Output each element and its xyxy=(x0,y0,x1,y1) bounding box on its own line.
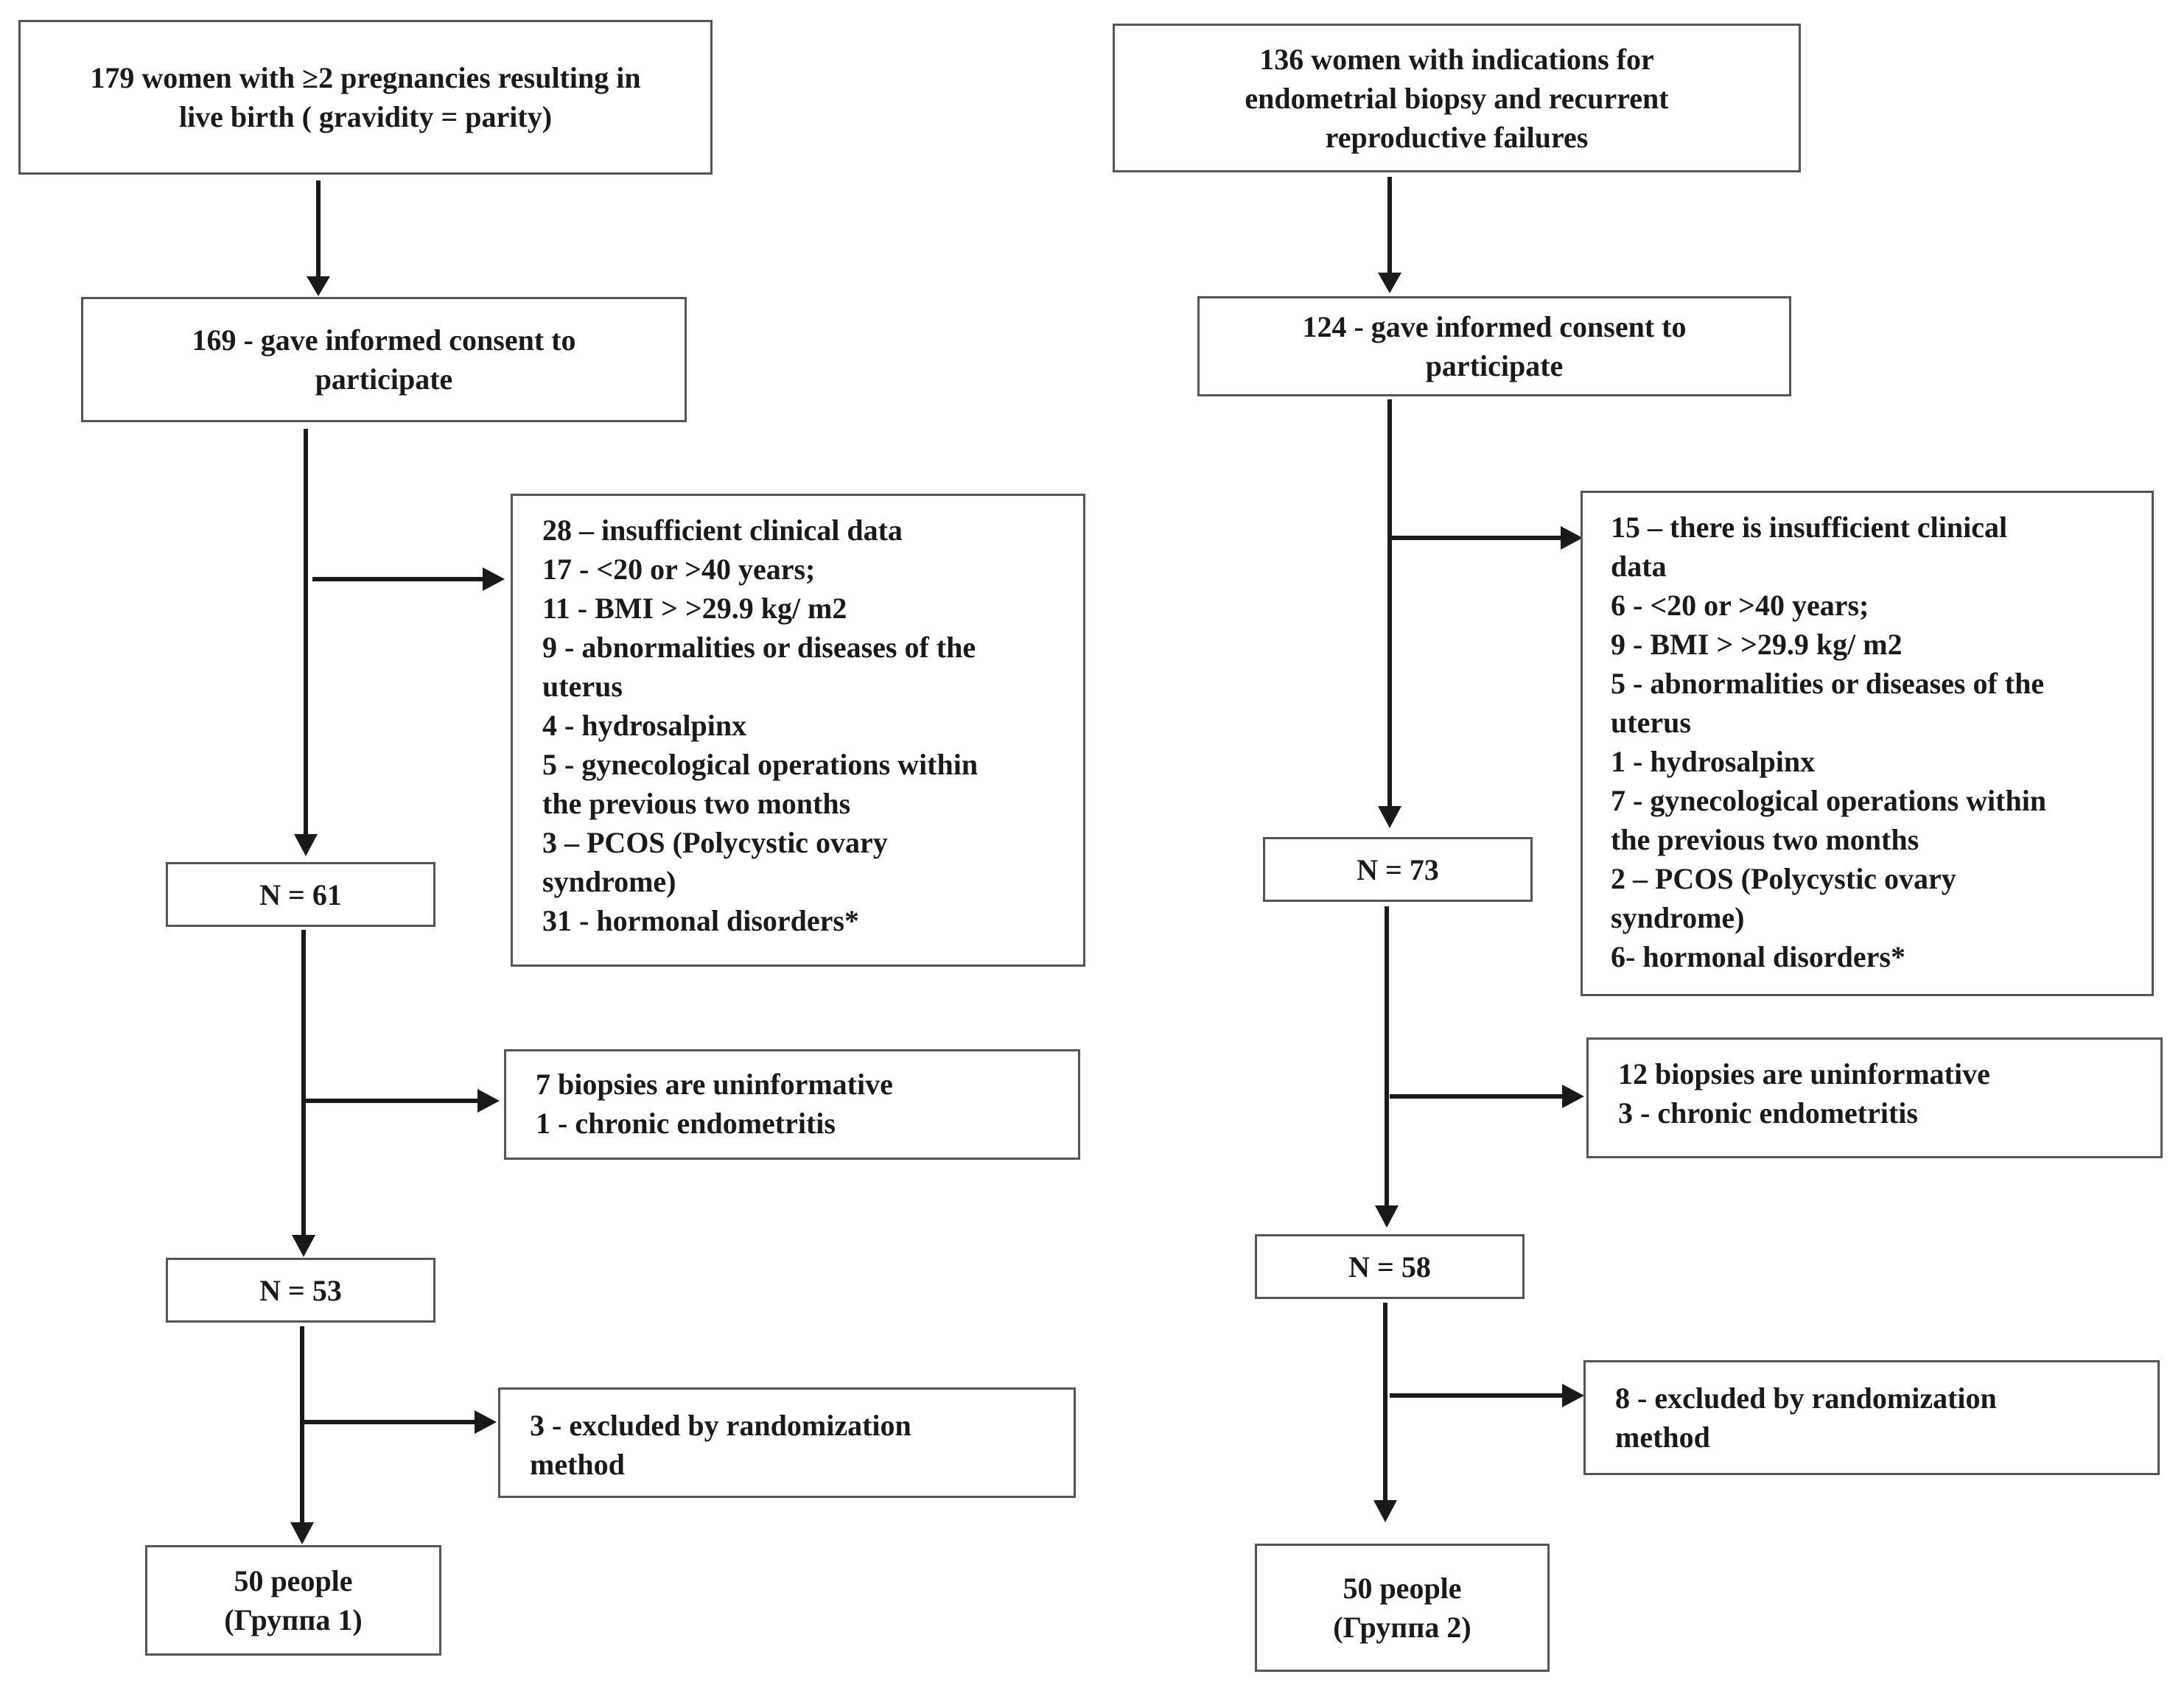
right-exclusion-1-item: 2 – PCOS (Polycystic ovary xyxy=(1611,862,1956,895)
right-final-line-1: 50 people xyxy=(1343,1572,1462,1605)
right-exclusion-1-item: syndrome) xyxy=(1611,901,1745,934)
arrowhead-left-exclusion-1 xyxy=(483,567,505,591)
arrowhead-left-exclusion-3 xyxy=(475,1410,497,1434)
left-exclusion-3-item: 3 - excluded by randomization xyxy=(530,1409,911,1442)
right-start-line-3: reproductive failures xyxy=(1325,120,1589,154)
right-n1-label: N = 73 xyxy=(1357,852,1439,886)
arrowhead-right-consent xyxy=(1378,273,1401,293)
right-exclusion-3-item: method xyxy=(1615,1421,1710,1454)
right-final-box: 50 people (Группа 2) xyxy=(1255,1544,1550,1672)
right-exclusion-1-item: the previous two months xyxy=(1611,823,1919,856)
right-exclusion-1-item: 6 - <20 or >40 years; xyxy=(1611,589,1869,622)
left-start-line-1: 179 women with ≥2 pregnancies resulting … xyxy=(90,61,641,94)
right-consent-box: 124 - gave informed consent to participa… xyxy=(1197,296,1791,396)
arrowhead-right-exclusion-3 xyxy=(1562,1384,1584,1407)
right-n1-box: N = 73 xyxy=(1263,837,1533,902)
left-n2-box: N = 53 xyxy=(166,1258,435,1323)
left-n2-label: N = 53 xyxy=(259,1273,342,1307)
left-exclusion-1-item: 28 – insufficient clinical data xyxy=(542,514,903,547)
left-exclusion-1-item: uterus xyxy=(542,670,623,703)
right-exclusion-3-item: 8 - excluded by randomization xyxy=(1615,1382,1997,1415)
left-final-line-1: 50 people xyxy=(234,1564,353,1597)
right-exclusions-box-3: 8 - excluded by randomization method xyxy=(1583,1360,2160,1475)
arrowhead-left-n1 xyxy=(294,834,318,856)
left-exclusion-2-item: 7 biopsies are uninformative xyxy=(536,1068,893,1101)
right-n2-label: N = 58 xyxy=(1348,1250,1431,1284)
right-start-line-2: endometrial biopsy and recurrent xyxy=(1245,81,1669,115)
left-consent-box: 169 - gave informed consent to participa… xyxy=(81,297,687,422)
arrowhead-left-consent xyxy=(307,276,330,296)
left-exclusion-1-item: 4 - hydrosalpinx xyxy=(542,709,747,742)
left-final-line-2: (Группа 1) xyxy=(224,1603,363,1636)
left-consent-line-2: participate xyxy=(315,363,453,396)
right-exclusion-2-item: 3 - chronic endometritis xyxy=(1618,1096,1918,1130)
right-exclusion-1-item: 9 - BMI > >29.9 kg/ m2 xyxy=(1611,628,1903,661)
left-n1-box: N = 61 xyxy=(166,862,435,927)
right-exclusions-box-2: 12 biopsies are uninformative 3 - chroni… xyxy=(1586,1037,2163,1158)
left-exclusion-1-item: 17 - <20 or >40 years; xyxy=(542,553,816,586)
right-final-line-2: (Группа 2) xyxy=(1333,1611,1471,1644)
right-exclusion-1-item: data xyxy=(1611,550,1667,583)
left-consent-line-1: 169 - gave informed consent to xyxy=(192,323,576,357)
left-exclusion-1-item: 11 - BMI > >29.9 kg/ m2 xyxy=(542,592,847,625)
left-exclusions-box-2: 7 biopsies are uninformative 1 - chronic… xyxy=(504,1049,1080,1160)
right-exclusion-1-item: 1 - hydrosalpinx xyxy=(1611,745,1816,778)
right-consent-line-2: participate xyxy=(1425,349,1564,382)
right-exclusions-box-1: 15 – there is insufficient clinical data… xyxy=(1581,491,2154,996)
right-n2-box: N = 58 xyxy=(1255,1234,1525,1299)
arrowhead-right-exclusion-2 xyxy=(1562,1085,1584,1108)
right-exclusion-1-item: 6- hormonal disorders* xyxy=(1611,940,1905,973)
arrowhead-left-n2 xyxy=(292,1235,315,1257)
right-exclusion-1-item: 5 - abnormalities or diseases of the xyxy=(1611,667,2045,700)
right-start-box: 136 women with indications for endometri… xyxy=(1113,24,1801,172)
arrowhead-left-exclusion-2 xyxy=(477,1089,500,1113)
right-exclusion-2-item: 12 biopsies are uninformative xyxy=(1618,1057,1990,1090)
left-exclusions-box-3: 3 - excluded by randomization method xyxy=(498,1387,1076,1498)
left-exclusions-box-1: 28 – insufficient clinical data 17 - <20… xyxy=(511,494,1085,967)
left-start-line-2: live birth ( gravidity = parity) xyxy=(178,100,553,133)
arrowhead-left-final xyxy=(290,1522,314,1544)
arrowhead-right-n2 xyxy=(1375,1205,1399,1228)
arrowhead-right-final xyxy=(1373,1500,1397,1522)
left-n1-label: N = 61 xyxy=(259,878,342,911)
left-exclusion-2-item: 1 - chronic endometritis xyxy=(536,1107,836,1140)
left-exclusion-1-item: the previous two months xyxy=(542,787,851,820)
right-exclusion-1-item: uterus xyxy=(1611,706,1691,739)
right-consent-line-1: 124 - gave informed consent to xyxy=(1302,310,1687,343)
left-exclusion-1-item: syndrome) xyxy=(542,865,676,898)
arrowhead-right-n1 xyxy=(1378,806,1401,828)
left-exclusion-1-item: 3 – PCOS (Polycystic ovary xyxy=(542,826,888,859)
left-exclusion-1-item: 31 - hormonal disorders* xyxy=(542,904,859,937)
left-exclusion-1-item: 5 - gynecological operations within xyxy=(542,748,979,781)
left-final-box: 50 people (Группа 1) xyxy=(145,1545,441,1656)
left-exclusion-3-item: method xyxy=(530,1448,625,1481)
left-start-box: 179 women with ≥2 pregnancies resulting … xyxy=(18,20,713,175)
arrowhead-right-exclusion-1 xyxy=(1561,526,1583,550)
left-exclusion-1-item: 9 - abnormalities or diseases of the xyxy=(542,631,976,664)
right-exclusion-1-item: 7 - gynecological operations within xyxy=(1611,784,2047,817)
right-start-line-1: 136 women with indications for xyxy=(1259,42,1654,76)
right-exclusion-1-item: 15 – there is insufficient clinical xyxy=(1611,511,2008,544)
